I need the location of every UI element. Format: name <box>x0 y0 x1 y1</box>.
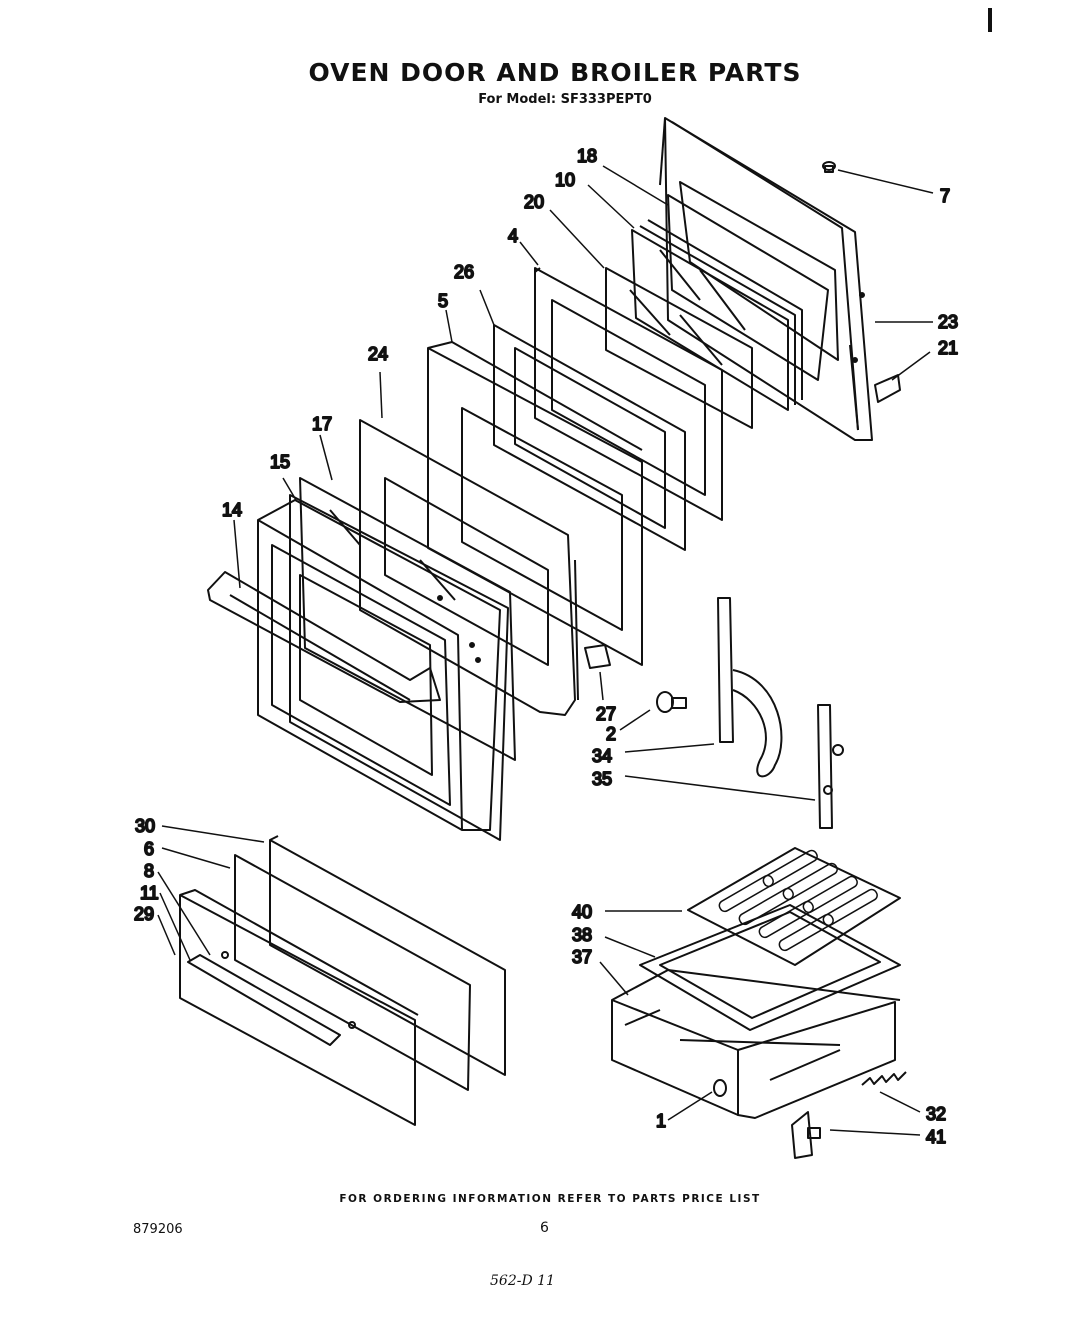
part-23-door-back-panel <box>659 117 873 441</box>
callout-7: 7 <box>940 186 950 206</box>
callout-26: 26 <box>454 262 474 282</box>
callout-5: 5 <box>438 291 448 311</box>
callout-labels: 18 10 7 20 4 26 5 23 21 24 17 15 14 27 2… <box>133 145 959 1148</box>
callout-4: 4 <box>508 226 518 246</box>
callout-2: 2 <box>606 724 616 744</box>
callout-35: 35 <box>592 769 612 789</box>
callout-32: 32 <box>926 1104 946 1124</box>
callout-15: 15 <box>270 452 290 472</box>
callout-18: 18 <box>577 146 597 166</box>
callout-20: 20 <box>524 192 544 212</box>
callout-8: 8 <box>144 861 154 881</box>
model-subtitle: For Model: SF333PEPT0 <box>478 92 652 107</box>
part-5-door-liner <box>427 341 643 666</box>
part-10-glass-pack <box>631 219 803 411</box>
part-38-broiler-pan <box>639 904 901 1031</box>
callout-40: 40 <box>572 902 592 922</box>
page-number: 6 <box>540 1220 549 1236</box>
part-14-outer-door-with-handle <box>207 499 501 831</box>
part-18-glass <box>667 194 829 381</box>
callout-34: 34 <box>592 746 612 766</box>
ordering-info-note: FOR ORDERING INFORMATION REFER TO PARTS … <box>339 1193 761 1205</box>
part-24-insulation-panel <box>359 419 579 716</box>
callout-10: 10 <box>555 170 575 190</box>
part-21-hinge-pin <box>874 374 901 403</box>
part-27-clip <box>584 644 611 669</box>
part-35-hinge-receiver <box>817 704 844 829</box>
callout-37: 37 <box>572 947 592 967</box>
callout-1: 1 <box>656 1111 666 1131</box>
corner-mark <box>988 8 992 32</box>
callout-27: 27 <box>596 704 616 724</box>
part-20-inner-glass <box>605 267 753 429</box>
callout-24: 24 <box>368 344 388 364</box>
leader-lines <box>157 165 934 1136</box>
part-34-door-hinge <box>717 597 783 778</box>
callout-17: 17 <box>312 414 332 434</box>
page-title: OVEN DOOR AND BROILER PARTS <box>308 58 802 87</box>
callout-6: 6 <box>144 839 154 859</box>
callout-11: 11 <box>140 883 159 903</box>
part-1-drawer-stop <box>713 1079 727 1097</box>
part-26-gasket <box>493 324 686 551</box>
part-2-bumper <box>656 691 687 713</box>
part-7-screw <box>822 161 836 173</box>
part-32-spring <box>861 1071 907 1086</box>
callout-21: 21 <box>938 338 958 358</box>
handwritten-note: 562-D 11 <box>490 1273 555 1289</box>
callout-38: 38 <box>572 925 592 945</box>
document-number: 879206 <box>133 1222 183 1237</box>
part-15-outer-door-panel <box>289 494 509 841</box>
callout-29: 29 <box>134 904 154 924</box>
part-37-broiler-drawer <box>611 969 901 1119</box>
callout-30: 30 <box>135 816 155 836</box>
callout-41: 41 <box>926 1127 946 1147</box>
callout-14: 14 <box>222 500 242 520</box>
part-8-broiler-door-panel <box>179 889 419 1126</box>
callout-23: 23 <box>938 312 958 332</box>
part-41-bracket <box>791 1111 821 1159</box>
part-4-door-frame <box>534 267 723 521</box>
part-11-screw <box>221 951 356 1029</box>
part-30-broiler-door-outer <box>269 835 506 1076</box>
